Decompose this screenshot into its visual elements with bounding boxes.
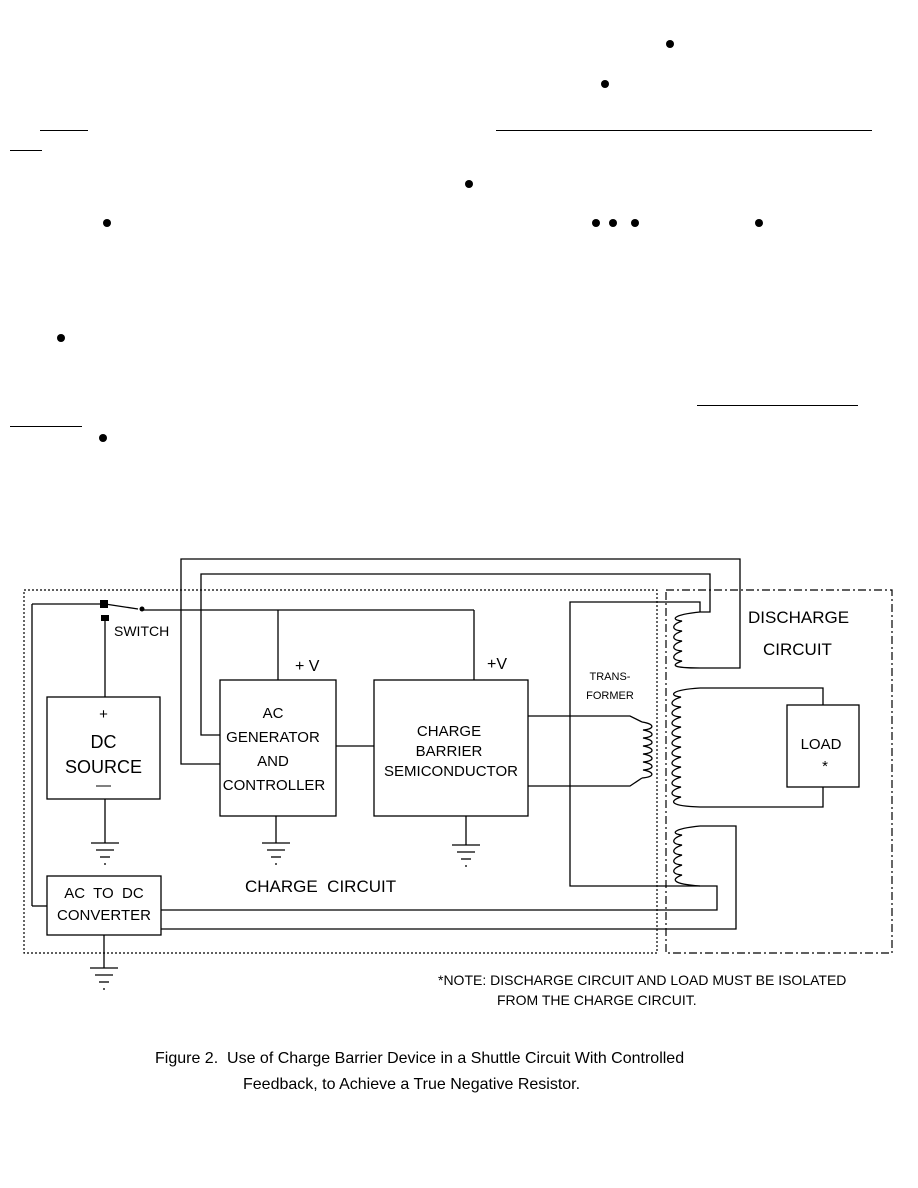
converter-label-1: AC TO DC bbox=[64, 885, 144, 902]
dc-source-label-2: SOURCE bbox=[64, 757, 142, 777]
load-asterisk: * bbox=[822, 758, 828, 775]
transformer-label-2: FORMER bbox=[586, 690, 634, 702]
discharge-circuit-label-1: DISCHARGE bbox=[748, 608, 850, 627]
charge-barrier-label-1: CHARGE bbox=[416, 723, 482, 740]
discharge-circuit-label-2: CIRCUIT bbox=[763, 640, 832, 659]
switch-contact bbox=[101, 615, 109, 621]
bullet-dot bbox=[99, 434, 107, 442]
switch-contact bbox=[100, 600, 108, 608]
figure-caption-line-1: Figure 2. Use of Charge Barrier Device i… bbox=[155, 1050, 685, 1067]
bullet-dot bbox=[755, 219, 763, 227]
figure-caption-line-2: Feedback, to Achieve a True Negative Res… bbox=[243, 1076, 581, 1093]
load-label: LOAD bbox=[800, 736, 842, 753]
underline-rule bbox=[10, 150, 42, 151]
underline-rule bbox=[40, 130, 88, 131]
transformer-label-1: TRANS- bbox=[589, 671, 631, 683]
ac-generator-label-3: AND bbox=[257, 753, 289, 770]
switch-contact bbox=[139, 606, 145, 612]
charge-circuit-label: CHARGE CIRCUIT bbox=[245, 877, 397, 896]
charge-circuit-boundary bbox=[23, 589, 658, 954]
converter-label-2: CONVERTER bbox=[57, 907, 151, 924]
bullet-dot bbox=[601, 80, 609, 88]
dc-source-box bbox=[46, 696, 161, 800]
isolation-note-line-2: FROM THE CHARGE CIRCUIT. bbox=[497, 992, 697, 1008]
underline-rule bbox=[496, 130, 872, 131]
charge-barrier-box bbox=[373, 679, 529, 817]
bullet-dot bbox=[631, 219, 639, 227]
plus-v-generator: + V bbox=[295, 658, 320, 675]
bullet-dot bbox=[592, 219, 600, 227]
underline-rule bbox=[10, 426, 82, 427]
bullet-dot bbox=[666, 40, 674, 48]
ac-generator-label-1: AC bbox=[262, 705, 284, 722]
bullet-dot bbox=[103, 219, 111, 227]
discharge-circuit-boundary bbox=[665, 589, 893, 954]
ac-generator-label-4: CONTROLLER bbox=[222, 777, 326, 794]
dc-source-plus: + bbox=[99, 706, 108, 723]
dc-source-minus: — bbox=[96, 777, 111, 794]
ac-generator-label-2: GENERATOR bbox=[226, 729, 320, 746]
isolation-note-line-1: *NOTE: DISCHARGE CIRCUIT AND LOAD MUST B… bbox=[438, 972, 847, 988]
charge-barrier-label-3: SEMICONDUCTOR bbox=[384, 763, 518, 780]
bullet-dot bbox=[57, 334, 65, 342]
bullet-dot bbox=[465, 180, 473, 188]
dc-source-label-1: DC bbox=[90, 732, 117, 752]
plus-v-barrier: +V bbox=[487, 656, 508, 673]
underline-rule bbox=[697, 405, 858, 406]
bullet-dot bbox=[609, 219, 617, 227]
charge-barrier-label-2: BARRIER bbox=[415, 743, 483, 760]
switch-label: SWITCH bbox=[114, 623, 170, 639]
